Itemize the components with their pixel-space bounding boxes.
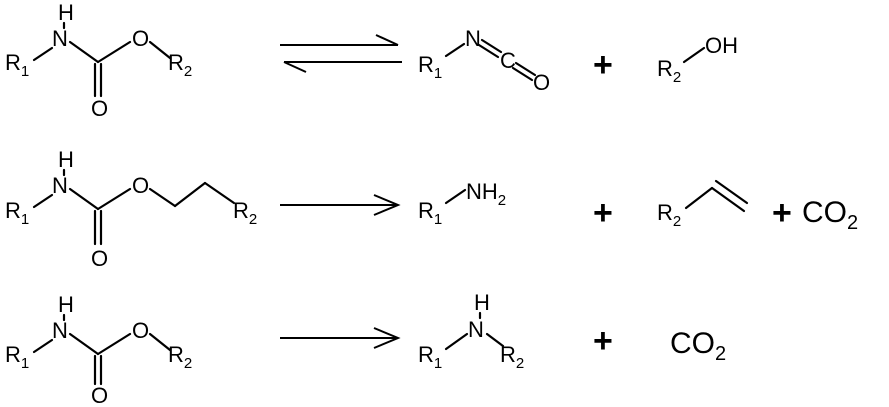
plus-sign: + [593, 322, 613, 360]
reverse-arrow-head [283, 61, 307, 73]
atom-o-ester: O [132, 173, 149, 198]
reaction-arrow [280, 194, 401, 216]
bond-ch2-r2 [203, 181, 236, 205]
atom-o-carbonyl: O [91, 96, 108, 121]
arrow-head [373, 327, 401, 349]
bond-n-c [68, 187, 100, 211]
group-r1: R1 [5, 342, 29, 372]
carbon-dioxide: CO2 [802, 196, 858, 234]
atom-n: N [465, 26, 481, 51]
group-r2: R2 [168, 50, 192, 80]
bond-c-o-b [511, 66, 534, 82]
carbamate-reactant-1: H N R1 O R2 O [5, 0, 192, 121]
bond-n-r2 [485, 332, 505, 348]
group-r1: R1 [5, 50, 29, 80]
atom-o-ester: O [132, 26, 149, 51]
bond-c-o [96, 40, 132, 64]
group-r1: R1 [418, 52, 442, 82]
bond-o-r2 [148, 332, 172, 352]
forward-arrow-head [375, 34, 399, 46]
bond-n-c-a [480, 38, 503, 54]
atom-h: H [58, 147, 74, 172]
bond-r2-ch [684, 186, 714, 210]
carbon-dioxide: CO2 [670, 327, 726, 365]
reaction-row-2: H N R1 O O R2 R1 NH2 + R2 [5, 147, 858, 271]
atom-o-ester: O [132, 318, 149, 343]
bond-r2-o [682, 46, 706, 64]
bond-r1-n [444, 42, 466, 58]
bond-ch-ch2-b [714, 179, 749, 205]
atom-n: N [52, 173, 68, 198]
secondary-amine-product: H N R1 R2 [418, 290, 524, 372]
alkene-product: R2 [657, 179, 749, 230]
group-r2: R2 [168, 342, 192, 372]
bond-o-ch2 [148, 187, 177, 208]
atom-o-carbonyl: O [91, 383, 108, 407]
bond-c-o [96, 332, 132, 356]
bond-n-c [68, 332, 100, 356]
bond-c-o [96, 187, 132, 211]
group-r1: R1 [5, 198, 29, 228]
bond-o-r2 [148, 40, 172, 60]
atom-c: C [500, 48, 516, 73]
bond-ch2-ch2 [173, 181, 207, 208]
isocyanate-product: R1 N C O [418, 26, 550, 95]
atom-o: O [533, 70, 550, 95]
group-r1: R1 [418, 342, 442, 372]
bond-n-c [68, 40, 100, 64]
atom-n: N [52, 318, 68, 343]
equilibrium-arrow [280, 34, 402, 73]
plus-sign: + [593, 194, 613, 232]
atom-h: H [58, 292, 74, 317]
atom-nh2: NH2 [466, 179, 506, 209]
bond-n-c-b [477, 43, 500, 59]
atom-n: N [52, 26, 68, 51]
group-r1: R1 [418, 198, 442, 228]
carbamate-reactant-2: H N R1 O O R2 [5, 147, 257, 271]
atom-h: H [58, 0, 74, 25]
carbamate-reactant-3: H N R1 O R2 O [5, 292, 192, 407]
arrow-head [373, 194, 401, 216]
reaction-row-1: H N R1 O R2 O R1 N C O [5, 0, 738, 121]
reaction-arrow [280, 327, 401, 349]
bond-c-o-a [514, 61, 537, 77]
amine-product: R1 NH2 [418, 179, 506, 228]
plus-sign: + [593, 46, 613, 84]
alcohol-product: R2 OH [657, 33, 738, 86]
atom-h: H [474, 290, 490, 315]
bond-r1-n [32, 193, 54, 209]
group-r2: R2 [657, 200, 681, 230]
atom-oh: OH [705, 33, 738, 58]
group-r2: R2 [233, 198, 257, 228]
atom-o-carbonyl: O [91, 246, 108, 271]
atom-n: N [468, 317, 484, 342]
plus-sign: + [772, 194, 792, 232]
reaction-row-3: H N R1 O R2 O H N R1 R2 + [5, 290, 726, 407]
group-r2: R2 [500, 342, 524, 372]
bond-ch-ch2-a [710, 186, 746, 213]
bond-r1-n [32, 338, 54, 354]
bond-r1-n [32, 46, 54, 62]
group-r2: R2 [657, 56, 681, 86]
bond-r1-n [444, 188, 467, 205]
bond-r1-n [444, 332, 469, 351]
